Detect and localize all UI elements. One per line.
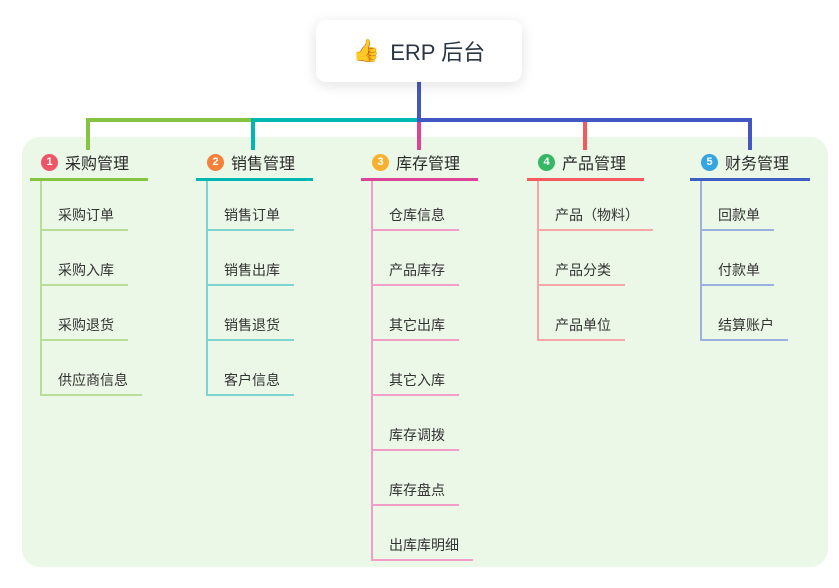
branch-label: 产品管理 <box>562 156 627 173</box>
child-product-unit[interactable]: 产品单位 <box>537 312 625 341</box>
branch-label: 库存管理 <box>396 156 461 173</box>
child-sales-order[interactable]: 销售订单 <box>206 202 294 231</box>
child-purchase-inbound[interactable]: 采购入库 <box>40 257 128 286</box>
child-purchase-return[interactable]: 采购退货 <box>40 312 128 341</box>
branch-product-management[interactable]: 4 产品管理 <box>527 146 644 181</box>
branch-number-badge: 4 <box>538 153 555 171</box>
connector-drop-product <box>583 120 587 150</box>
branch-label: 采购管理 <box>65 156 130 173</box>
connector-horizontal-left-teal <box>251 118 421 122</box>
branch-spine-inventory <box>371 181 373 561</box>
connector-drop-inventory <box>417 120 421 150</box>
branch-spine-purchase <box>40 181 42 396</box>
branch-label: 销售管理 <box>231 156 296 173</box>
child-stock-transfer[interactable]: 库存调拨 <box>371 422 459 451</box>
branch-label: 财务管理 <box>725 156 790 173</box>
child-purchase-order[interactable]: 采购订单 <box>40 202 128 231</box>
connector-drop-sales <box>251 118 255 150</box>
branch-number-badge: 1 <box>41 153 58 171</box>
branch-spine-product <box>537 181 539 341</box>
branch-spine-finance <box>700 181 702 341</box>
branch-number-badge: 5 <box>701 153 718 171</box>
mindmap-canvas <box>22 137 828 567</box>
child-receipt-voucher[interactable]: 回款单 <box>700 202 774 231</box>
child-sales-return[interactable]: 销售退货 <box>206 312 294 341</box>
child-product-category[interactable]: 产品分类 <box>537 257 625 286</box>
connector-root-stem <box>417 82 421 122</box>
branch-spine-sales <box>206 181 208 396</box>
child-product-stock[interactable]: 产品库存 <box>371 257 459 286</box>
branch-number-badge: 3 <box>372 153 389 171</box>
connector-drop-purchase <box>86 118 90 150</box>
child-other-inbound[interactable]: 其它入库 <box>371 367 459 396</box>
child-settlement-account[interactable]: 结算账户 <box>700 312 788 341</box>
connector-horizontal-right-blue <box>417 118 752 122</box>
branch-inventory-management[interactable]: 3 库存管理 <box>361 146 478 181</box>
root-node[interactable]: 👍 ERP 后台 <box>316 20 522 82</box>
root-node-label: ERP 后台 <box>390 40 486 65</box>
thumbs-up-icon: 👍 <box>352 38 381 63</box>
child-payment-voucher[interactable]: 付款单 <box>700 257 774 286</box>
branch-number-badge: 2 <box>207 153 224 171</box>
child-warehouse-info[interactable]: 仓库信息 <box>371 202 459 231</box>
branch-sales-management[interactable]: 2 销售管理 <box>196 146 313 181</box>
child-sales-outbound[interactable]: 销售出库 <box>206 257 294 286</box>
child-other-outbound[interactable]: 其它出库 <box>371 312 459 341</box>
connector-drop-finance <box>748 120 752 150</box>
branch-purchase-management[interactable]: 1 采购管理 <box>30 146 148 181</box>
child-outbound-detail[interactable]: 出库库明细 <box>371 532 473 561</box>
child-stock-check[interactable]: 库存盘点 <box>371 477 459 506</box>
child-product-material[interactable]: 产品（物料） <box>537 202 653 231</box>
child-customer-info[interactable]: 客户信息 <box>206 367 294 396</box>
branch-finance-management[interactable]: 5 财务管理 <box>690 146 810 181</box>
child-supplier-info[interactable]: 供应商信息 <box>40 367 142 396</box>
